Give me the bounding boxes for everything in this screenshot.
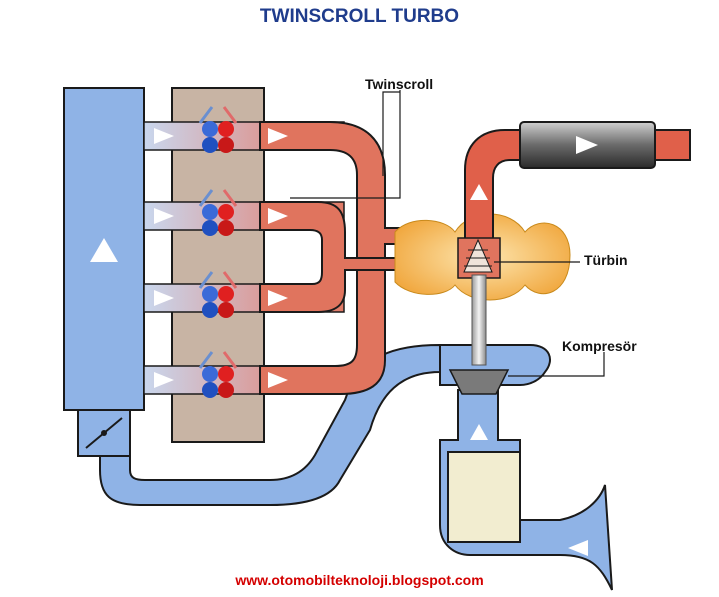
- compressor-wheel-icon: [448, 369, 510, 395]
- throttle-icon: [85, 417, 123, 449]
- exhaust-scroll-inner: [259, 201, 431, 313]
- flow-arrow-icon: [182, 510, 200, 526]
- flow-arrow-icon: [154, 128, 174, 144]
- leader-lines: [290, 90, 605, 377]
- cylinder-4: [198, 351, 238, 398]
- valve-icon: [198, 271, 214, 289]
- flow-arrow-icon: [568, 540, 588, 556]
- flow-arrow-icon: [268, 128, 288, 144]
- air-filter-box: [447, 451, 521, 543]
- piston-icon: [202, 366, 218, 382]
- flow-arrow-icon: [470, 184, 488, 200]
- compressor-label: Kompresör: [562, 338, 637, 354]
- cylinder-1: [198, 106, 238, 153]
- exhaust-manifold: [259, 121, 431, 395]
- flow-arrows: [90, 128, 598, 556]
- footer-url: www.otomobilteknoloji.blogspot.com: [235, 572, 484, 588]
- piston-icon: [202, 286, 218, 302]
- flow-arrow-icon: [470, 424, 488, 440]
- flow-arrow-icon: [396, 430, 412, 446]
- valve-icon: [198, 351, 214, 369]
- twinscroll-leader: [382, 91, 400, 176]
- flow-arrow-icon: [268, 208, 288, 224]
- flow-arrow-icon: [154, 290, 174, 306]
- exhaust-scroll-outer: [259, 121, 431, 395]
- valve-icon: [198, 189, 214, 207]
- valve-icon: [222, 106, 238, 124]
- cylinder-2: [198, 189, 238, 236]
- flow-arrow-icon: [90, 238, 118, 262]
- valve-icon: [222, 351, 238, 369]
- flow-arrow-icon: [154, 372, 174, 388]
- piston-icon: [202, 121, 218, 137]
- valve-icon: [222, 271, 238, 289]
- turbine-wheel-icon: [457, 237, 501, 279]
- flow-arrow-icon: [154, 208, 174, 224]
- piston-icon: [202, 204, 218, 220]
- turbine-label: Türbin: [584, 252, 628, 268]
- flow-arrow-icon: [576, 136, 598, 154]
- flow-arrow-icon: [292, 510, 310, 526]
- twinscroll-leader: [290, 90, 401, 199]
- page-title: TWINSCROLL TURBO: [259, 6, 460, 27]
- valve-icon: [222, 189, 238, 207]
- valve-icon: [198, 106, 214, 124]
- compressor-leader: [508, 352, 605, 377]
- flow-arrow-icon: [268, 290, 288, 306]
- cylinders: [198, 106, 238, 398]
- cylinder-3: [198, 271, 238, 318]
- turbo-shaft: [471, 274, 487, 366]
- flow-arrow-icon: [268, 372, 288, 388]
- twinscroll-label: Twinscroll: [365, 76, 434, 92]
